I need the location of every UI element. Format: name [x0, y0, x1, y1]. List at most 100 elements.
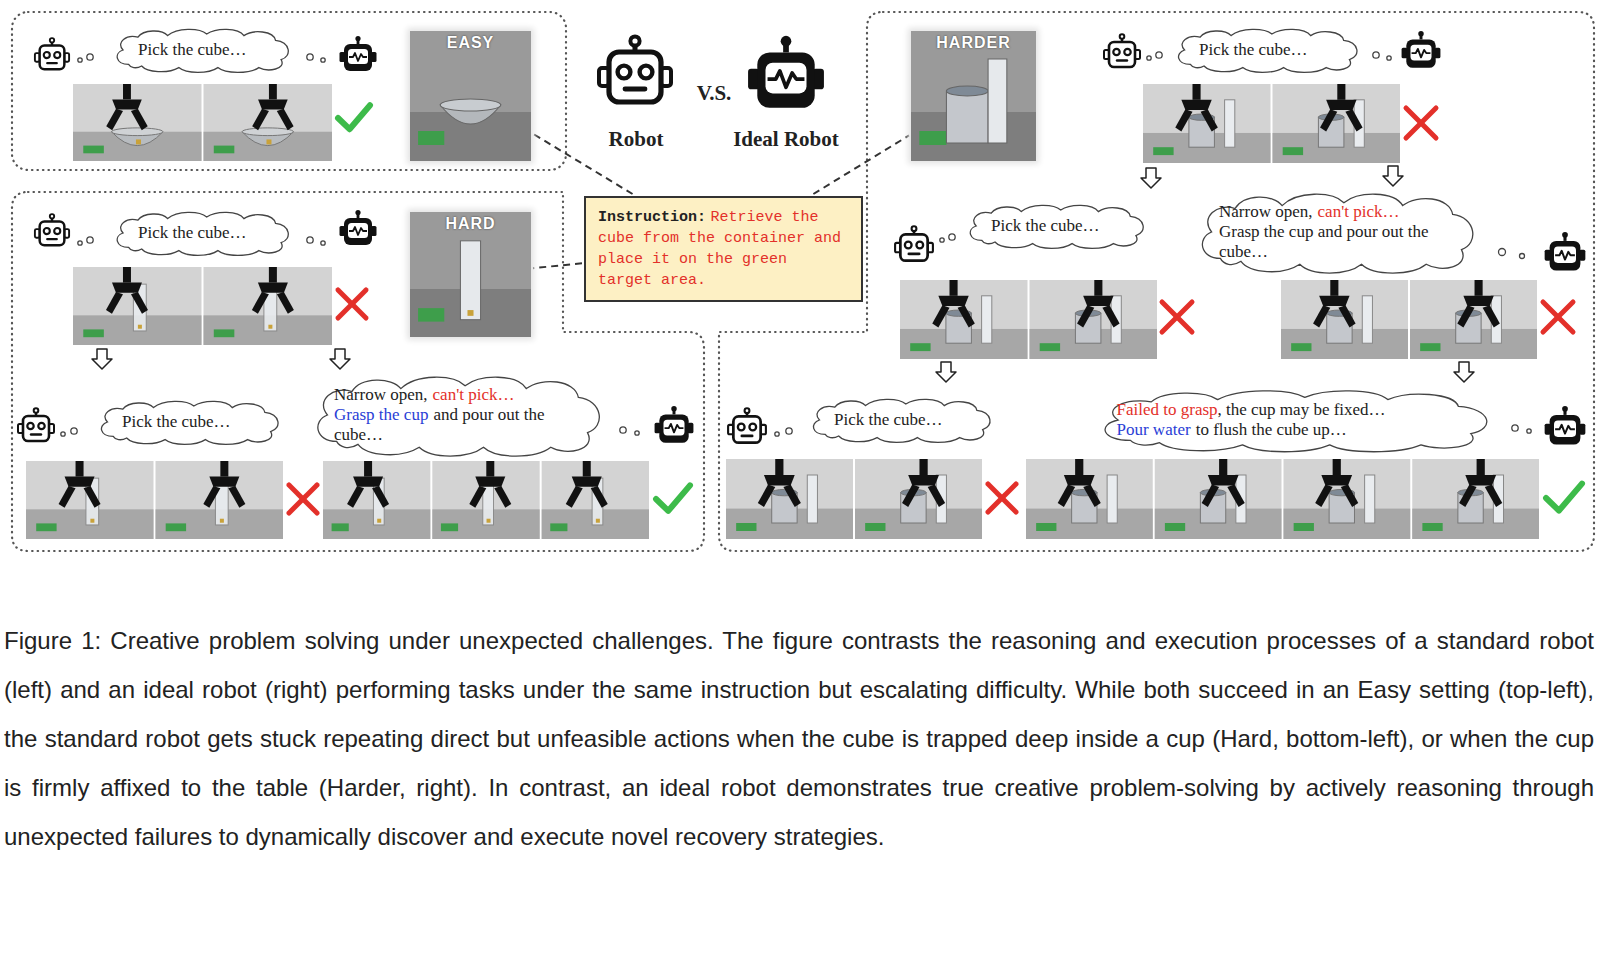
flow-arrow [1383, 166, 1403, 186]
cloud-outline [117, 212, 288, 255]
cube [90, 519, 94, 523]
glass [1362, 296, 1372, 343]
gripper-arm [269, 267, 277, 283]
green-target [1420, 343, 1440, 351]
photo-wall [432, 461, 539, 539]
green-target [550, 523, 567, 531]
bubble-text: Pick the cube… [122, 412, 231, 431]
photo-table [204, 132, 333, 161]
gripper-finger [228, 486, 245, 508]
thought-dot [786, 428, 792, 434]
gripper-arm [949, 280, 957, 296]
gripper-arm [1330, 280, 1338, 296]
flow-arrow [1454, 362, 1474, 382]
flow-arrow [936, 362, 956, 382]
cross-mark [1406, 108, 1436, 138]
gripper-finger [131, 109, 148, 131]
gripper-body [1064, 475, 1095, 485]
cross-mark [988, 484, 1016, 512]
photo-wall [1284, 459, 1411, 539]
photo-frame [323, 461, 430, 539]
figure-caption: Figure 1: Creative problem solving under… [4, 616, 1594, 861]
gripper-body [209, 477, 239, 487]
cube [487, 519, 491, 523]
gripper-finger [252, 109, 269, 131]
photo-wall [204, 84, 333, 161]
thought-dot [307, 237, 313, 243]
green-target [1294, 523, 1314, 531]
green-target [441, 523, 458, 531]
photo-wall [900, 280, 1028, 359]
photo-wall [26, 461, 154, 539]
gripper-finger [1227, 485, 1244, 507]
scene-thumbnail: EASY [410, 31, 531, 161]
gripper-finger [1083, 485, 1100, 507]
gripper-body [938, 296, 968, 306]
green-target [1153, 147, 1173, 155]
gripper-body [112, 99, 142, 109]
photo-frame [900, 280, 1028, 359]
photo-wall [1026, 459, 1153, 539]
gripper-body [908, 475, 939, 485]
ideal-robot-icon [1545, 406, 1586, 445]
photo-frame [1143, 84, 1271, 163]
cross-mark [1543, 302, 1573, 332]
text-holder: Narrow open,can't pick…Grasp the cup and… [1219, 202, 1457, 262]
bubble-text: Pick the cube… [834, 410, 943, 429]
bubble-text: Pick the cube… [991, 216, 1100, 235]
difficulty-label: EASY [410, 34, 531, 52]
robot-icon [35, 38, 69, 69]
photo-wall [542, 461, 649, 539]
bowl-rim [242, 128, 293, 136]
gripper-finger [203, 486, 220, 508]
glass [1225, 100, 1235, 147]
cloud-outline [117, 29, 288, 72]
gripper-body [764, 475, 795, 485]
gripper-body [353, 477, 383, 487]
cloud-outline [1179, 29, 1357, 72]
gripper-body [1321, 475, 1352, 485]
gripper-finger [1102, 305, 1119, 327]
bubble-text: Grasp the cup and pour out the cube… [1219, 222, 1429, 261]
text-holder: Pick the cube… [138, 40, 268, 60]
cloud-outline [970, 205, 1143, 248]
cube [467, 310, 473, 316]
bubble-text: Narrow open, [334, 385, 427, 404]
robot-label: Robot [556, 127, 716, 152]
gripper-finger [106, 109, 123, 131]
text-holder: Narrow open,can't pick…Grasp the cupand … [334, 385, 584, 445]
photo-wall [1412, 459, 1539, 539]
gripper-arm [775, 459, 783, 475]
thought-dot [71, 428, 77, 434]
gripper-body [1326, 100, 1356, 110]
gripper-body [65, 477, 95, 487]
cube [220, 519, 224, 523]
photo-frame [1412, 459, 1539, 539]
bubble-text: , the cup may be fixed… [1218, 400, 1386, 419]
green-target [36, 523, 56, 531]
photo-wall [726, 459, 853, 539]
gripper-finger [1485, 485, 1502, 507]
photo-frame [204, 84, 333, 161]
gripper-finger [1202, 485, 1219, 507]
cloud-outline [1202, 194, 1472, 273]
cloud-outline [813, 399, 990, 442]
text-holder: Instruction:Retrieve the cube from the c… [598, 207, 849, 291]
gripper-arm [123, 267, 131, 283]
bubble-text: Pick the cube… [138, 40, 247, 59]
thought-bubble: Pick the cube… [963, 202, 1151, 250]
instruction-text: Instruction: [598, 209, 706, 226]
photo-wall [1143, 84, 1271, 163]
green-target [736, 523, 756, 531]
photo-frame [1026, 459, 1153, 539]
photo-wall [73, 84, 202, 161]
thought-dot [1156, 52, 1162, 58]
text-holder: Pick the cube… [138, 223, 268, 243]
thought-dot [78, 241, 82, 245]
green-target [865, 523, 885, 531]
generated-illustration [18, 31, 1585, 539]
gripper-finger [494, 486, 511, 508]
photo-frame [1273, 84, 1401, 163]
gripper-finger [1315, 485, 1332, 507]
gripper-body [1319, 296, 1349, 306]
